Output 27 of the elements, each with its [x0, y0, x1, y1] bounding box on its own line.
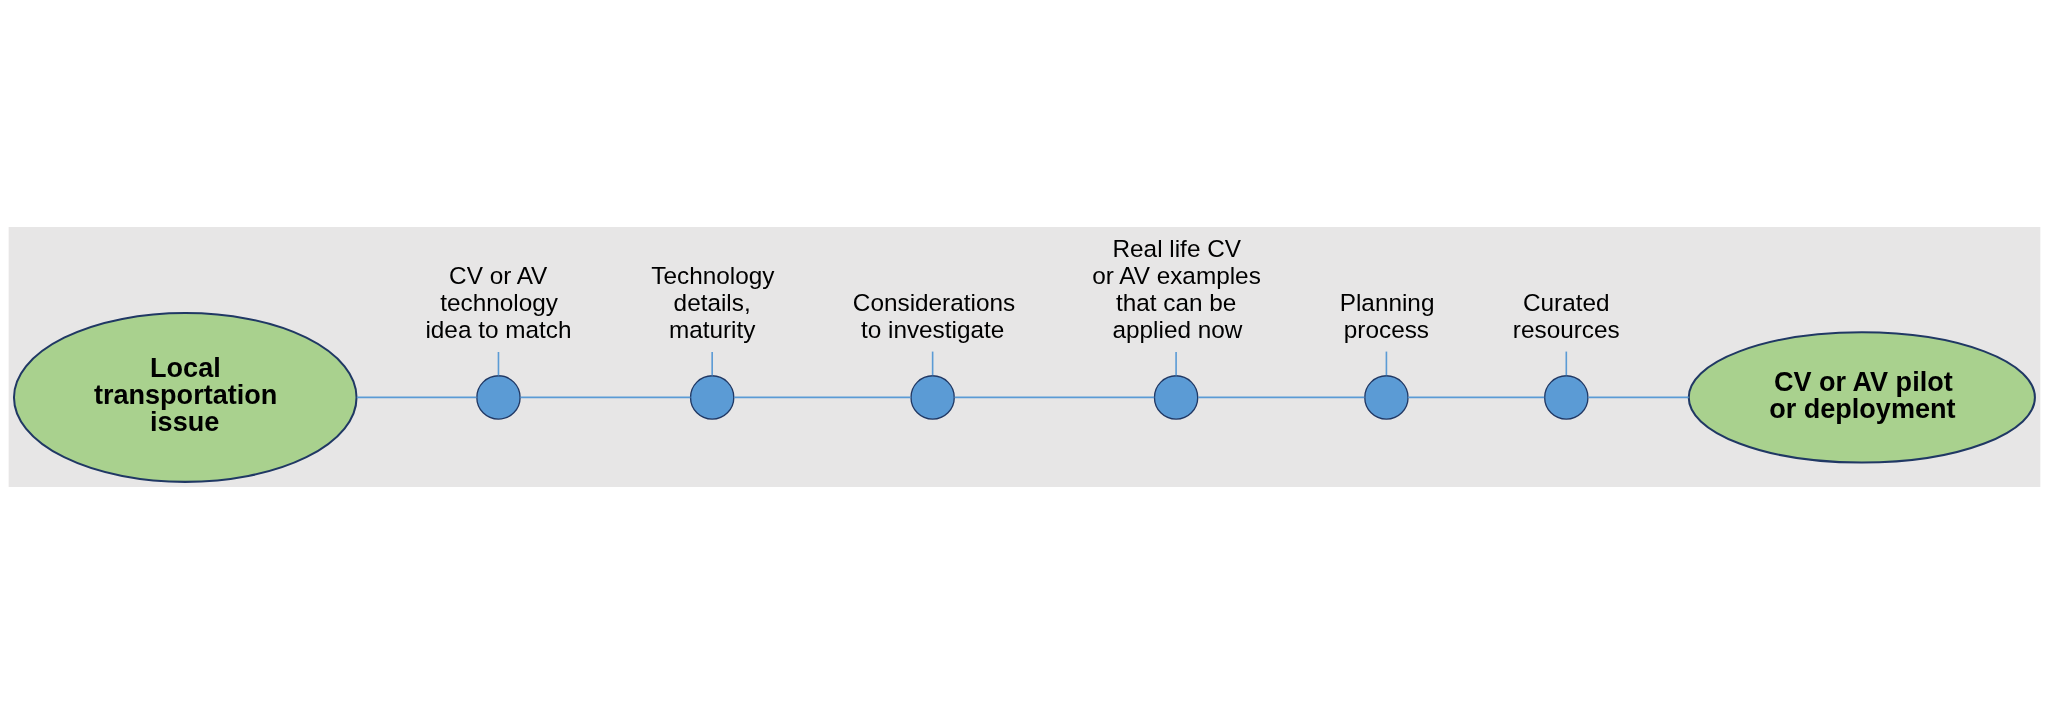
node-text: Planning process — [1339, 288, 1435, 343]
node-circle — [1364, 374, 1409, 420]
node-circle — [910, 374, 955, 420]
node-text: Technology details, maturity — [651, 261, 775, 343]
connector — [953, 396, 1156, 398]
connector — [1587, 396, 1690, 398]
node-circle — [476, 374, 521, 420]
node-text: Considerations to investigate — [852, 288, 1016, 343]
connector — [1407, 396, 1546, 398]
connector — [733, 396, 912, 398]
node-ellipse: CV or AV pilot or deployment — [1687, 330, 2036, 464]
connector — [497, 350, 500, 376]
node-circle — [689, 374, 735, 420]
node-circle — [1153, 374, 1199, 420]
connector — [1175, 350, 1177, 376]
node-circle — [1544, 374, 1589, 420]
connector — [711, 350, 713, 376]
connector — [1385, 350, 1388, 376]
node-text: Real life CV or AV examples that can be applied now — [1092, 234, 1261, 343]
connector — [519, 396, 692, 398]
node-text: Curated resources — [1512, 288, 1620, 343]
connector — [1197, 396, 1366, 398]
node-ellipse: Local transportation issue — [12, 311, 358, 483]
node-text: CV or AV technology idea to match — [425, 261, 572, 343]
connector — [931, 350, 934, 376]
connector — [356, 396, 478, 398]
connector — [1565, 350, 1568, 376]
